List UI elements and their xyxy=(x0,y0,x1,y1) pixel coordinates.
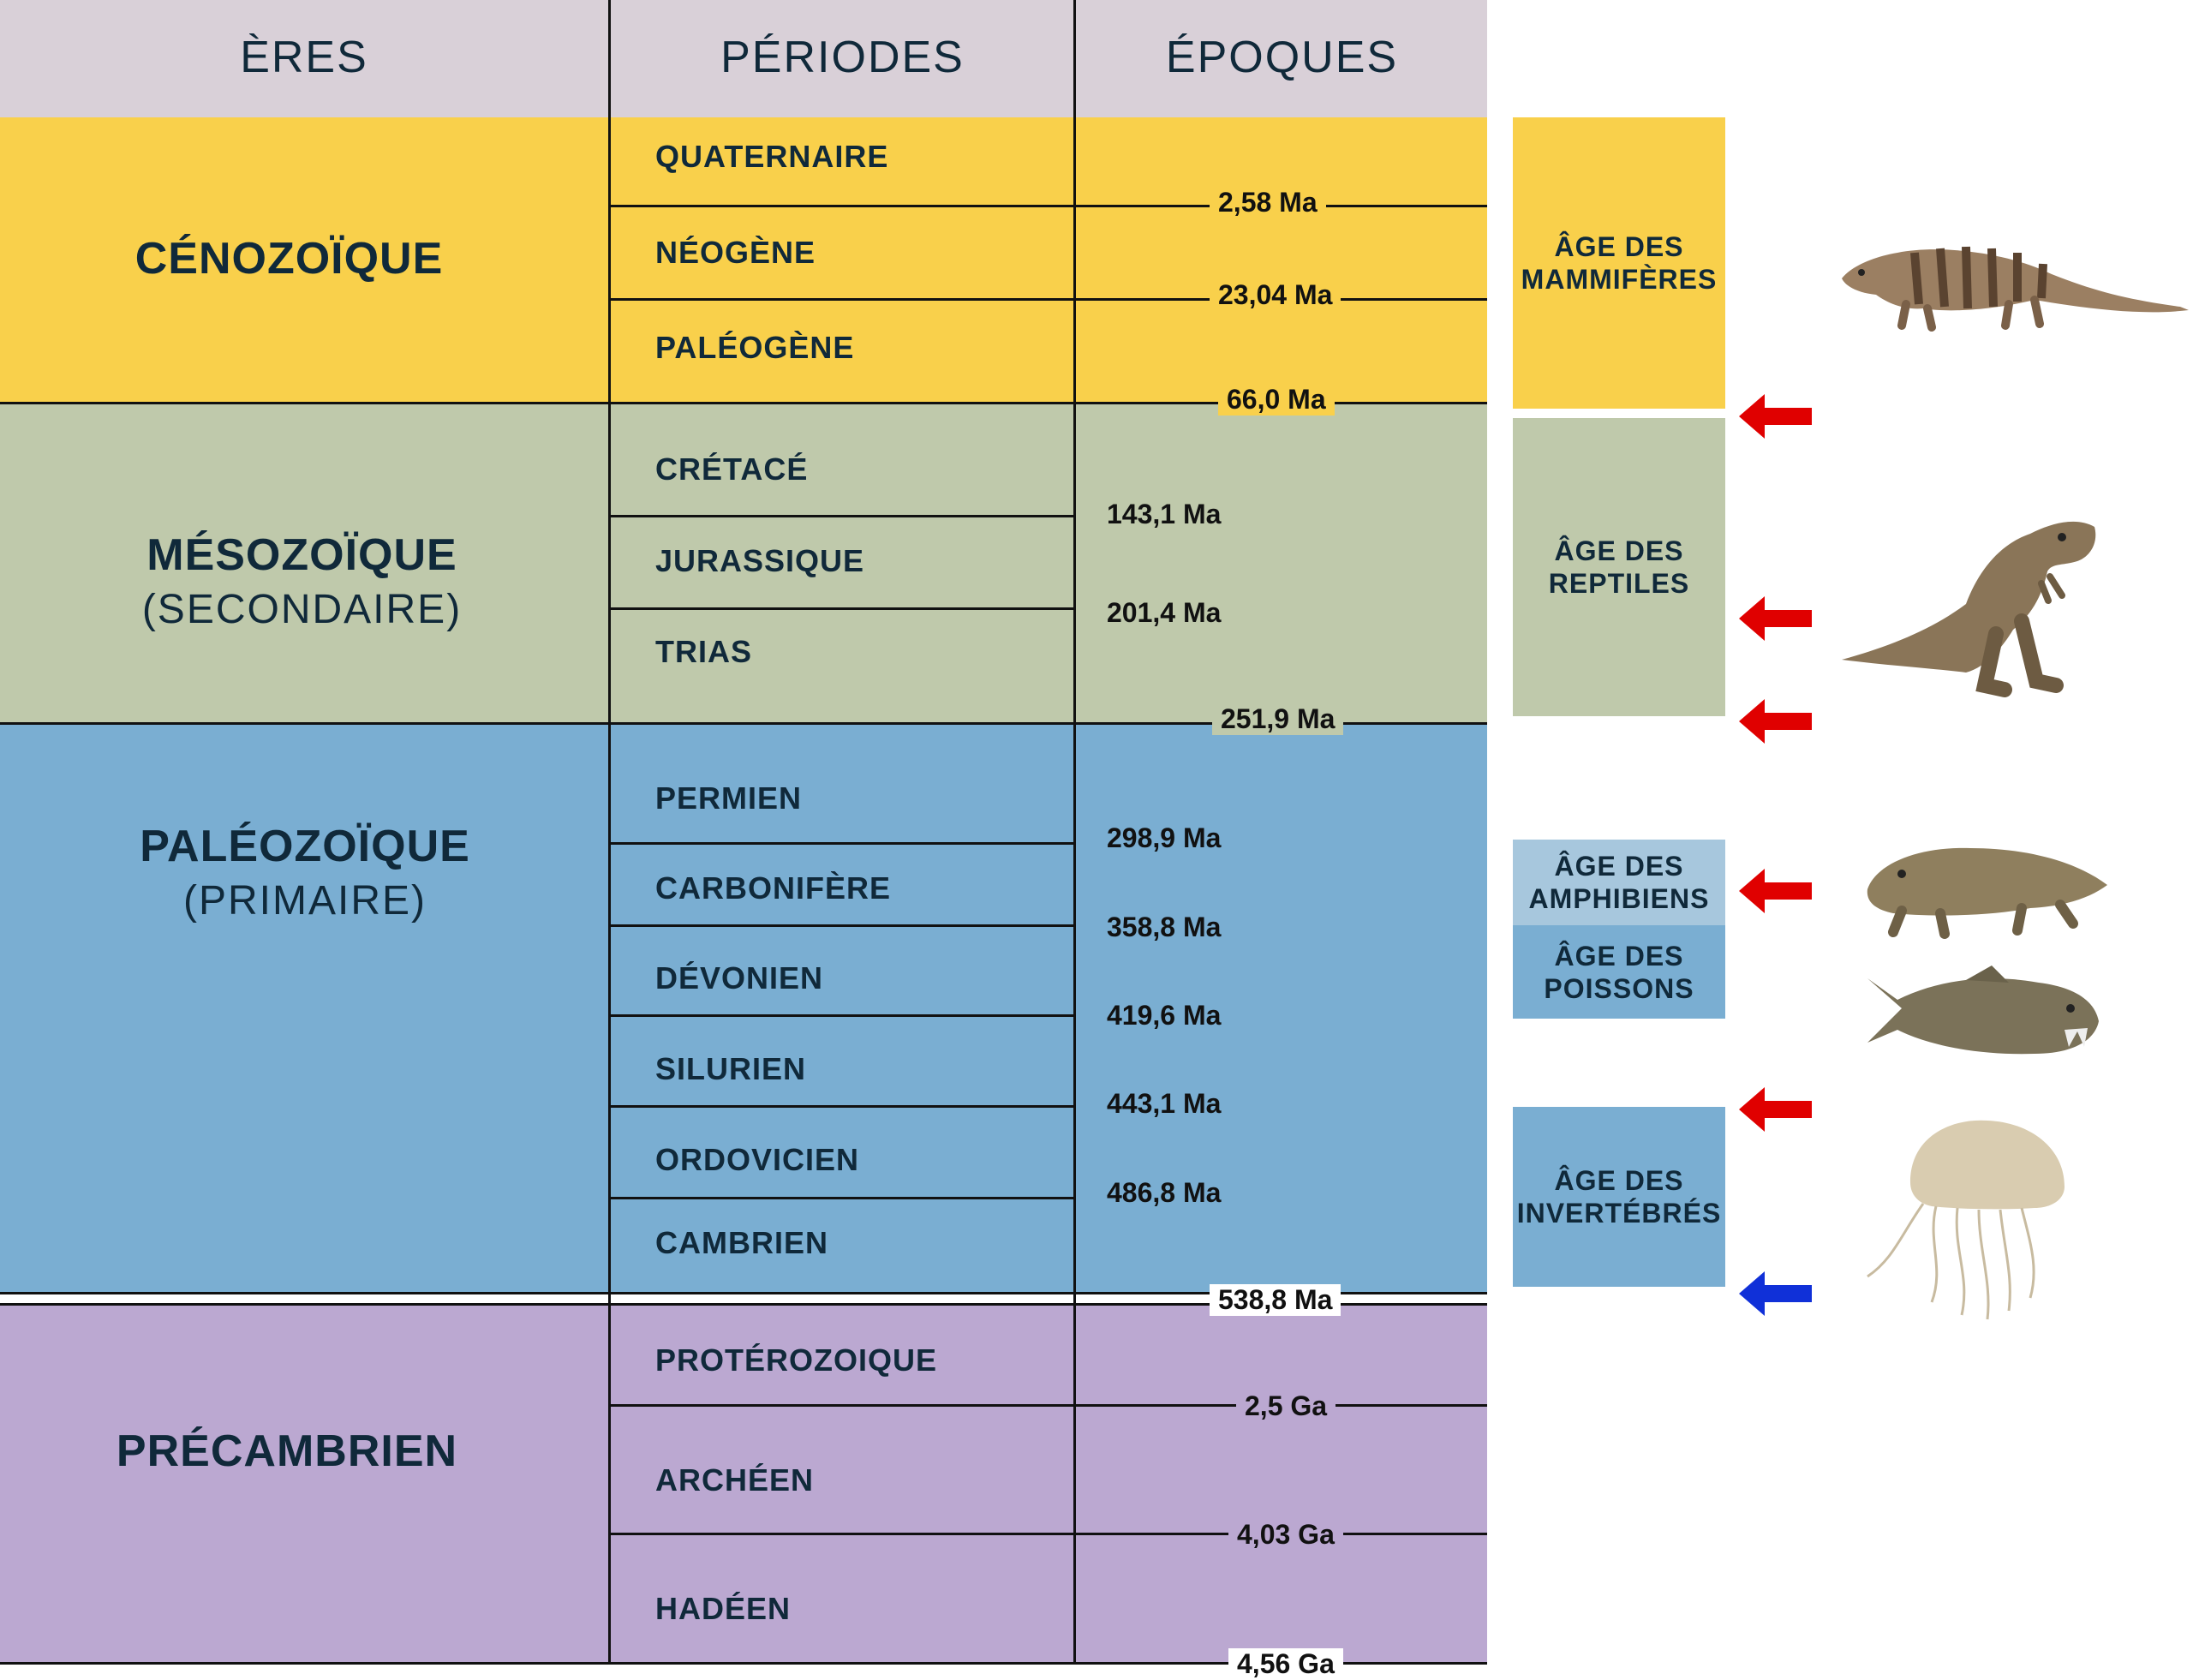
period-divider xyxy=(610,842,1075,845)
date-label: 201,4 Ma xyxy=(1098,597,1230,629)
tyrannosaurus-illustration xyxy=(1842,521,2096,697)
date-label: 486,8 Ma xyxy=(1098,1177,1230,1209)
date-label: 4,03 Ga xyxy=(1228,1519,1343,1551)
period-label: TRIAS xyxy=(655,634,752,669)
period-divider xyxy=(610,1533,1487,1535)
era-boundary-line xyxy=(0,722,1487,725)
age-label-line2: INVERTÉBRÉS xyxy=(1516,1198,1722,1229)
period-label: CAMBRIEN xyxy=(655,1225,828,1260)
period-label: CARBONIFÈRE xyxy=(655,870,892,906)
jellyfish-illustration xyxy=(1867,1120,2065,1320)
header-periodes: PÉRIODES xyxy=(720,33,965,82)
header-epoques: ÉPOQUES xyxy=(1165,33,1399,82)
mammal-illustration xyxy=(1842,246,2189,332)
period-label: JURASSIQUE xyxy=(655,543,865,578)
age-label-line1: ÂGE DES xyxy=(1554,231,1684,262)
date-label: 143,1 Ma xyxy=(1098,499,1230,530)
period-divider xyxy=(610,298,1487,301)
era-name-precambrien: PRÉCAMBRIEN xyxy=(116,1426,458,1476)
dunkleosteus-fish-illustration xyxy=(1867,966,2099,1055)
header-eres: ÈRES xyxy=(240,33,368,82)
arrow-left-icon xyxy=(1739,1271,1812,1316)
column-divider-eres xyxy=(608,0,611,1664)
period-label: ARCHÉEN xyxy=(655,1462,815,1498)
era-boundary-line xyxy=(0,1292,1487,1294)
period-label: PROTÉROZOIQUE xyxy=(655,1342,938,1378)
date-label: 251,9 Ma xyxy=(1212,703,1344,735)
period-label: DÉVONIEN xyxy=(655,960,824,995)
period-divider xyxy=(610,1105,1075,1108)
amphibian-illustration xyxy=(1867,847,2107,939)
age-label-line2: POISSONS xyxy=(1544,972,1694,1004)
era-boundary-line xyxy=(0,1303,1487,1306)
arrow-left-icon xyxy=(1739,1087,1812,1132)
period-divider xyxy=(610,515,1075,517)
date-label: 358,8 Ma xyxy=(1098,912,1230,943)
column-divider-periodes xyxy=(1073,0,1076,1664)
era-band-cenozoique xyxy=(0,117,1487,403)
period-divider xyxy=(610,205,1487,207)
period-divider xyxy=(610,607,1075,610)
arrow-left-icon xyxy=(1739,699,1812,744)
era-name-mesozoique: MÉSOZOÏQUE xyxy=(146,530,457,580)
period-label: HADÉEN xyxy=(655,1591,792,1626)
period-label: PERMIEN xyxy=(655,780,803,816)
age-label-line2: REPTILES xyxy=(1548,568,1690,599)
date-label: 66,0 Ma xyxy=(1218,384,1335,416)
arrow-left-icon xyxy=(1739,394,1812,439)
age-label-line2: MAMMIFÈRES xyxy=(1521,264,1718,295)
era-band-mesozoique xyxy=(0,403,1487,723)
date-label: 23,04 Ma xyxy=(1210,279,1341,311)
era-sub-paleozoique: (PRIMAIRE) xyxy=(183,878,427,924)
date-label: 419,6 Ma xyxy=(1098,1000,1230,1031)
date-label: 298,9 Ma xyxy=(1098,822,1230,854)
era-sub-mesozoique: (SECONDAIRE) xyxy=(141,587,463,632)
period-label: PALÉOGÈNE xyxy=(655,330,855,365)
date-label: 538,8 Ma xyxy=(1210,1284,1341,1316)
header-row xyxy=(0,0,1487,117)
era-boundary-line xyxy=(0,1662,1487,1665)
period-label: NÉOGÈNE xyxy=(655,235,816,270)
period-divider xyxy=(610,1404,1487,1407)
period-divider xyxy=(610,924,1075,927)
age-label-line1: ÂGE DES xyxy=(1554,940,1684,972)
period-label: SILURIEN xyxy=(655,1051,807,1086)
age-label-line1: ÂGE DES xyxy=(1554,535,1684,566)
period-label: ORDOVICIEN xyxy=(655,1142,860,1177)
age-label-line1: ÂGE DES xyxy=(1554,1165,1684,1196)
date-label: 2,58 Ma xyxy=(1210,187,1326,218)
arrow-left-icon xyxy=(1739,596,1812,641)
period-divider xyxy=(610,1014,1075,1017)
arrow-left-icon xyxy=(1739,869,1812,913)
date-label: 443,1 Ma xyxy=(1098,1088,1230,1120)
period-label: QUATERNAIRE xyxy=(655,139,889,174)
date-label: 4,56 Ga xyxy=(1228,1648,1343,1680)
era-name-paleozoique: PALÉOZOÏQUE xyxy=(140,822,470,871)
date-label: 2,5 Ga xyxy=(1236,1390,1336,1422)
era-name-cenozoique: CÉNOZOÏQUE xyxy=(134,234,444,284)
age-label-line2: AMPHIBIENS xyxy=(1528,883,1710,914)
era-boundary-line xyxy=(0,402,1487,404)
period-label: CRÉTACÉ xyxy=(655,451,809,487)
period-divider xyxy=(610,1197,1075,1199)
era-band-precambrien xyxy=(0,1304,1487,1664)
age-label-line1: ÂGE DES xyxy=(1554,851,1684,882)
